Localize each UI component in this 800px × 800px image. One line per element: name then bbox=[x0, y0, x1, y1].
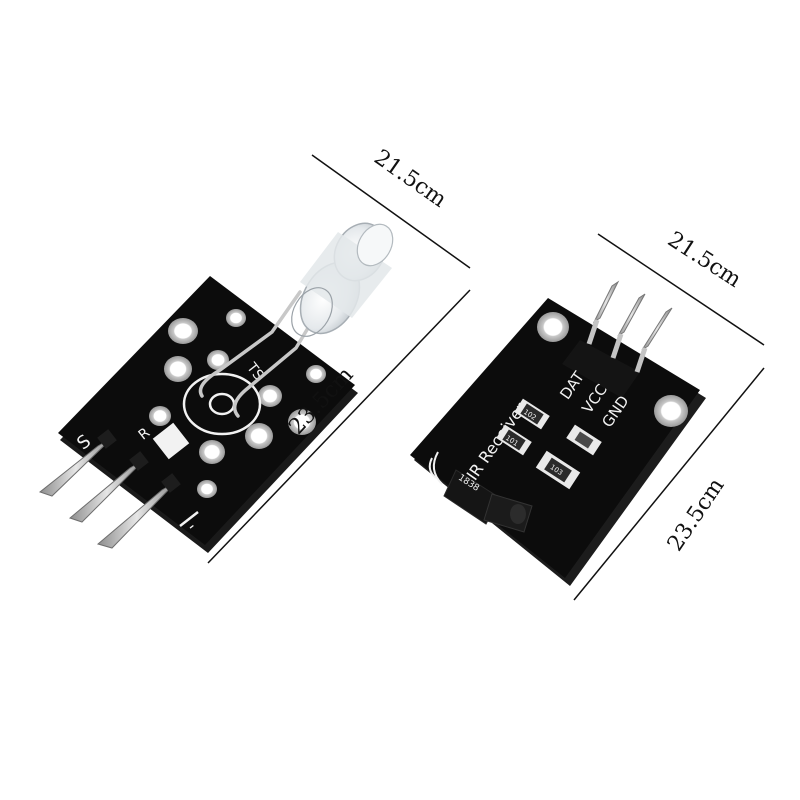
left-board bbox=[58, 276, 355, 545]
left-module: S R TS - 21.5cm bbox=[38, 145, 471, 564]
left-header-pins bbox=[38, 429, 181, 549]
left-led-legs bbox=[198, 290, 322, 418]
right-width-label: 21.5cm bbox=[663, 227, 746, 293]
left-dimension-lines bbox=[207, 154, 471, 564]
left-led-footprint bbox=[152, 372, 262, 527]
right-dimension-lines bbox=[573, 233, 765, 601]
ir-sensor: 1838 bbox=[443, 469, 533, 533]
right-module: DAT VCC GND IR Receiver 102 101 bbox=[410, 227, 765, 601]
right-header-pins bbox=[562, 280, 673, 398]
smd-components: 102 101 103 bbox=[496, 398, 602, 490]
left-width-label: 21.5cm bbox=[369, 145, 451, 213]
left-pads bbox=[149, 309, 326, 498]
led-lens bbox=[291, 222, 394, 337]
right-mount-hole-1 bbox=[537, 312, 569, 342]
signal-wave-icon bbox=[428, 451, 443, 485]
right-mount-hole-2 bbox=[654, 395, 688, 427]
right-height-label: 23.5cm bbox=[663, 474, 730, 556]
